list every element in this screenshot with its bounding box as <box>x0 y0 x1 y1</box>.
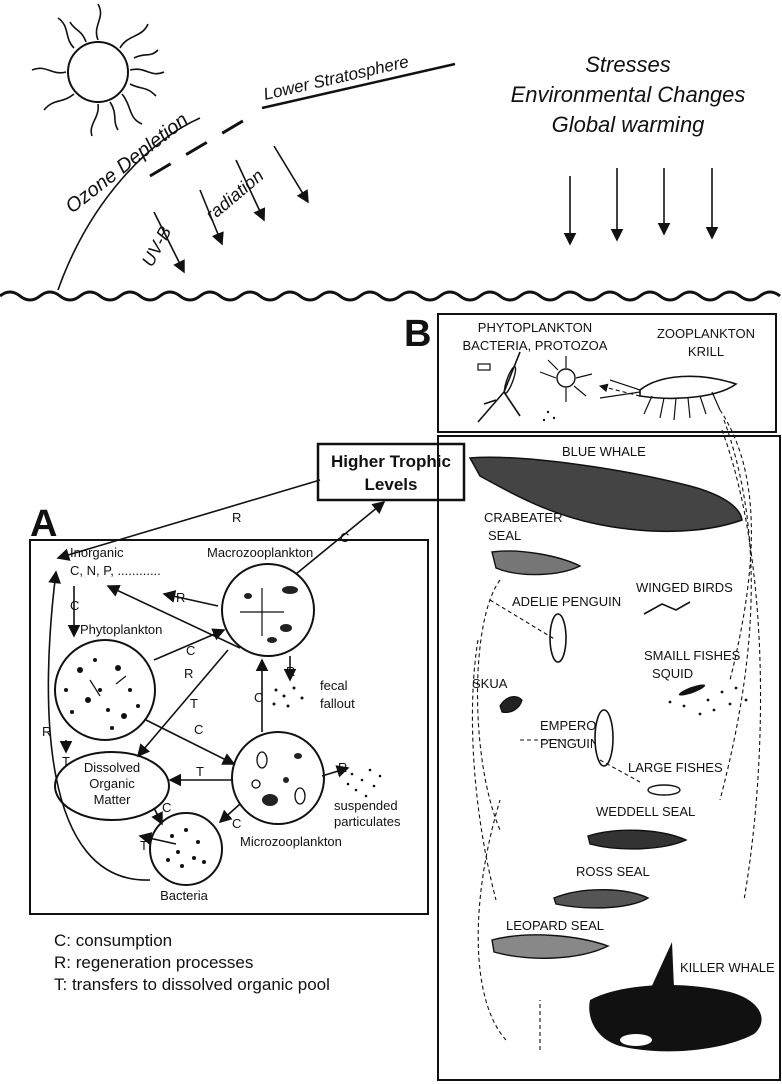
macrozooplankton-label: Macrozooplankton <box>207 545 313 560</box>
emperor-penguin-label: PENGUIN <box>540 736 599 751</box>
bacteria-circle <box>150 813 222 885</box>
svg-text:C: C <box>194 722 203 737</box>
svg-text:C: C <box>186 643 195 658</box>
svg-text:R: R <box>338 760 347 775</box>
legend-consumption: C: consumption <box>54 930 330 952</box>
zooplankton-label: ZOOPLANKTON <box>657 326 755 341</box>
svg-text:T: T <box>196 764 204 779</box>
winged-birds-label: WINGED BIRDS <box>636 580 733 595</box>
svg-text:C: C <box>340 530 349 545</box>
bacteria-protozoa-label: BACTERIA, PROTOZOA <box>463 338 608 353</box>
svg-text:R: R <box>184 666 193 681</box>
weddell-seal-drawing <box>588 830 686 849</box>
leopard-label: LEOPARD SEAL <box>506 918 604 933</box>
sun-icon <box>32 4 164 136</box>
svg-text:C: C <box>254 690 263 705</box>
large-fish-drawing <box>648 785 680 795</box>
svg-text:R: R <box>42 724 51 739</box>
svg-text:C: C <box>162 800 171 815</box>
svg-text:C: C <box>232 816 241 831</box>
suspended-particles <box>347 769 382 798</box>
phytoplankton-label: Phytoplankton <box>80 622 162 637</box>
dissolved-label: Dissolved <box>84 760 140 775</box>
legend-transfers: T: transfers to dissolved organic pool <box>54 974 330 996</box>
small-fishes-drawing <box>669 682 748 715</box>
svg-text:T: T <box>62 754 70 769</box>
organic-label: Organic <box>89 776 135 791</box>
higher-trophic-label-2: Levels <box>365 475 418 494</box>
sea-surface-wave <box>0 292 780 300</box>
killer-whale-drawing <box>589 942 761 1051</box>
adelie-label: ADELIE PENGUIN <box>512 594 621 609</box>
svg-text:T: T <box>190 696 198 711</box>
stresses-label: Stresses <box>585 52 671 77</box>
svg-text:R: R <box>286 664 295 679</box>
microzooplankton-circle <box>232 732 324 824</box>
svg-text:R: R <box>176 590 185 605</box>
radiation-label: radiation <box>202 165 268 225</box>
crabeater-label: CRABEATER <box>484 510 563 525</box>
ross-seal-drawing <box>554 890 648 908</box>
crabeater-seal-label: SEAL <box>488 528 521 543</box>
leopard-seal-drawing <box>492 935 608 958</box>
matter-label: Matter <box>94 792 132 807</box>
legend: C: consumption R: regeneration processes… <box>54 930 330 996</box>
emperor-penguin-drawing <box>595 710 613 766</box>
svg-text:R: R <box>232 510 241 525</box>
phytoplankton-circle <box>55 640 155 740</box>
global-warming-label: Global warming <box>552 112 706 137</box>
stress-arrows <box>570 168 712 244</box>
lower-stratosphere-label: Lower Stratosphere <box>262 52 411 104</box>
panel-a-label: A <box>30 503 57 545</box>
small-fishes-label: SMAILL FISHES <box>644 648 741 663</box>
suspended-label: suspended <box>334 798 398 813</box>
ozone-depletion-label: Ozone Depletion <box>62 109 193 218</box>
fecal-label: fecal <box>320 678 348 693</box>
skua-drawing <box>500 697 522 713</box>
macrozooplankton-circle <box>222 564 314 656</box>
svg-text:T: T <box>140 838 148 853</box>
killer-whale-label: KILLER WHALE <box>680 960 775 975</box>
weddell-label: WEDDELL SEAL <box>596 804 695 819</box>
microzooplankton-label: Microzooplankton <box>240 834 342 849</box>
environmental-changes-label: Environmental Changes <box>511 82 746 107</box>
krill-drawing <box>600 376 736 420</box>
fallout-label: fallout <box>320 696 355 711</box>
panel-b-label: B <box>404 313 431 355</box>
crabeater-seal-drawing <box>492 551 580 575</box>
fecal-particles <box>273 687 304 708</box>
bacteria-label: Bacteria <box>160 888 208 903</box>
svg-text:C: C <box>70 598 79 613</box>
krill-label: KRILL <box>688 344 724 359</box>
uvb-label: UV-B <box>138 223 176 270</box>
winged-bird-drawing <box>644 602 690 614</box>
blue-whale-label: BLUE WHALE <box>562 444 646 459</box>
large-fishes-label: LARGE FISHES <box>628 760 723 775</box>
inorganic-elements-label: C, N, P, ............ <box>70 563 161 578</box>
phytoplankton-drawing <box>478 352 592 422</box>
squid-label: SQUID <box>652 666 693 681</box>
particulates-label: particulates <box>334 814 401 829</box>
phytoplankton-b-label: PHYTOPLANKTON <box>478 320 592 335</box>
legend-regeneration: R: regeneration processes <box>54 952 330 974</box>
higher-trophic-label-1: Higher Trophic <box>331 452 451 471</box>
ross-label: ROSS SEAL <box>576 864 650 879</box>
